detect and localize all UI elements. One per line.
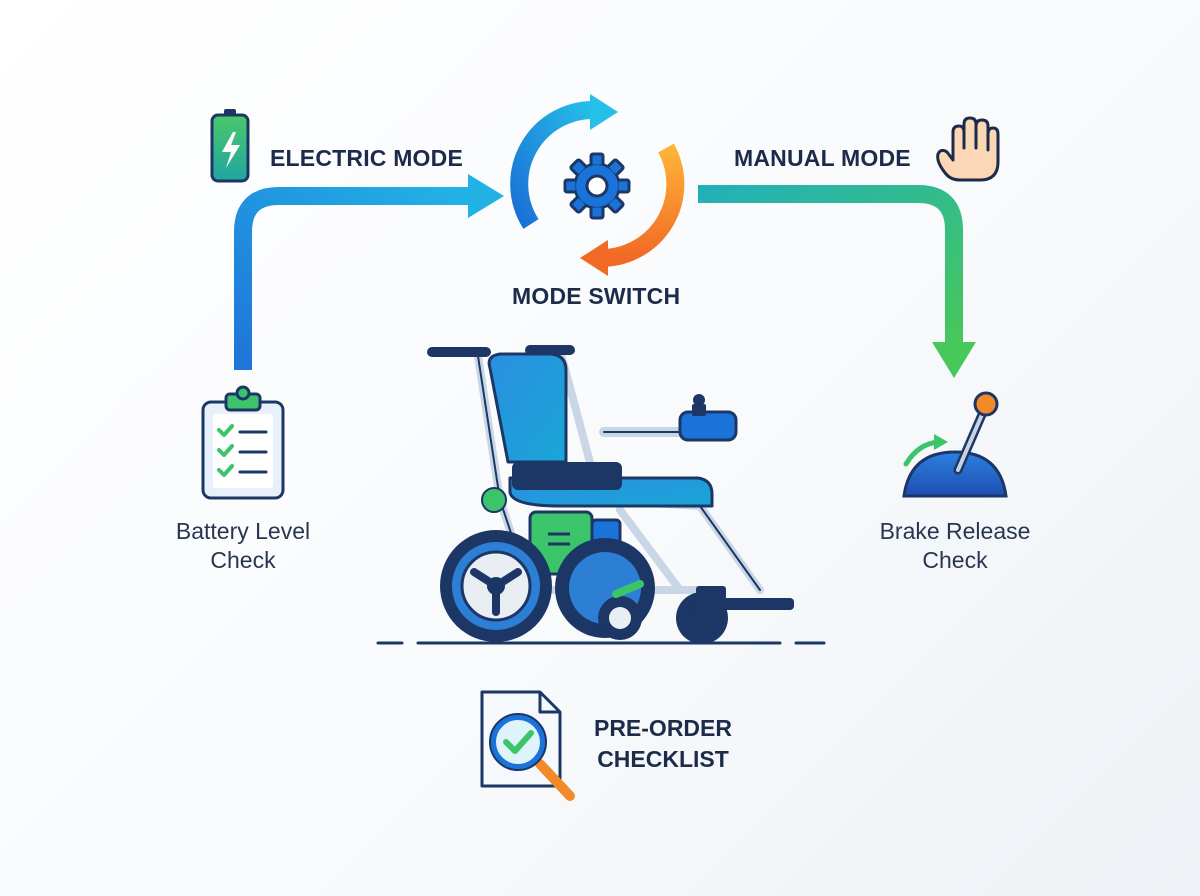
battery-check-line2: Check xyxy=(210,547,276,573)
cycle-gear-icon xyxy=(510,94,685,276)
document-search-icon xyxy=(480,690,575,801)
checklist-line2: CHECKLIST xyxy=(597,746,729,772)
brake-check-line1: Brake Release xyxy=(879,518,1031,544)
mode-switch-label: MODE SWITCH xyxy=(512,283,681,309)
electric-mode-label: ELECTRIC MODE xyxy=(270,145,463,171)
manual-flow-arrow xyxy=(698,185,976,378)
battery-check-line1: Battery Level xyxy=(175,518,311,544)
brake-check-line2: Check xyxy=(922,547,988,573)
electric-flow-arrow xyxy=(234,174,504,370)
clipboard-checklist-icon xyxy=(201,385,285,500)
battery-charging-icon xyxy=(210,109,250,183)
checklist-label: PRE-ORDER CHECKLIST xyxy=(588,713,738,775)
manual-mode-label: MANUAL MODE xyxy=(734,145,911,171)
checklist-line1: PRE-ORDER xyxy=(593,715,732,741)
battery-check-label: Battery Level Check xyxy=(163,517,323,575)
hand-icon xyxy=(936,116,1000,182)
brake-check-label: Brake Release Check xyxy=(870,517,1040,575)
electric-wheelchair-illustration xyxy=(376,345,826,645)
brake-lever-icon xyxy=(902,391,1008,498)
